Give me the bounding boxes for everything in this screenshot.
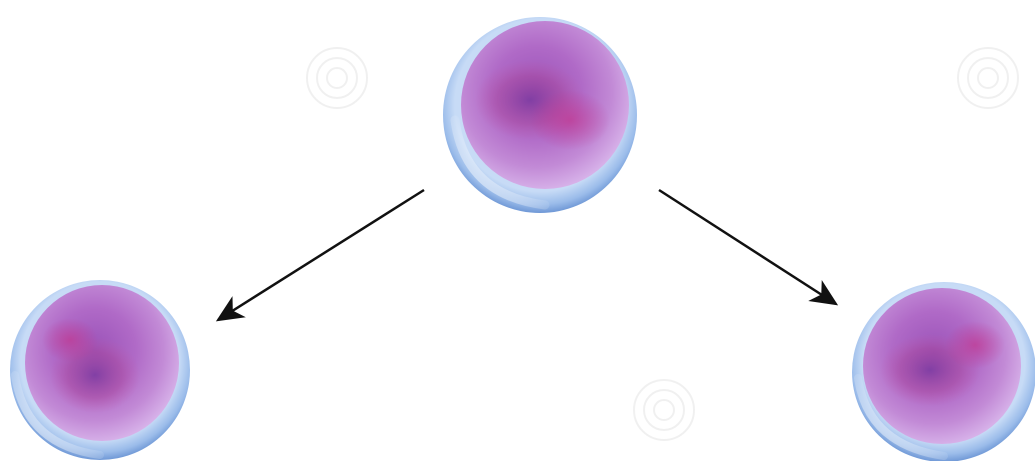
daughter-cell-left [10,280,190,460]
daughter-cell-right [852,282,1035,461]
watermark-swirl-1 [307,48,367,108]
watermark-swirl-2 [958,48,1018,108]
arrow-to-left-daughter [218,190,424,320]
watermark-swirl-3 [634,380,694,440]
arrow-to-right-daughter [659,190,836,304]
parent-cell [443,17,637,213]
